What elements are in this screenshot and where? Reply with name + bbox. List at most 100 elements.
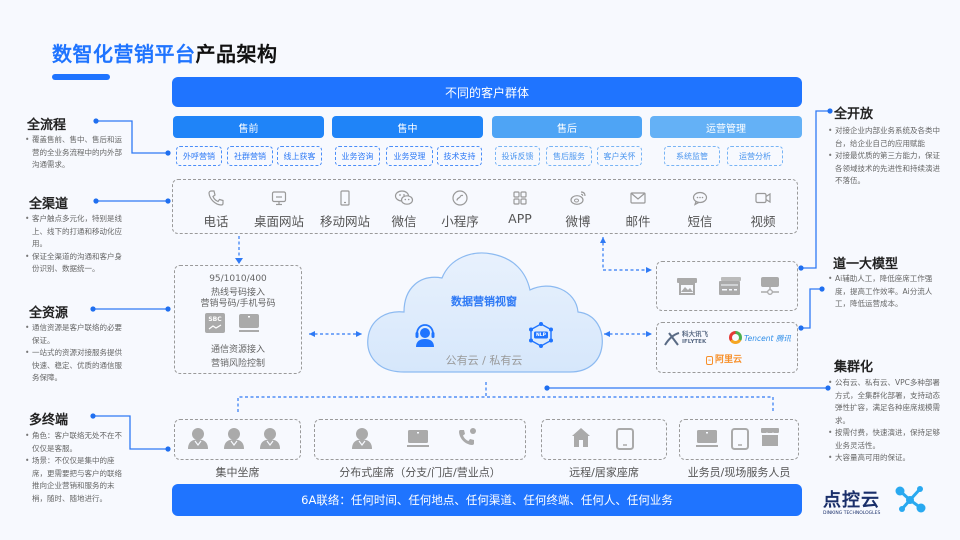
channel-mini-program[interactable]: 小程序 [431,188,489,230]
desktop-icon [270,188,288,208]
app-grid-icon [511,188,529,208]
seat-box-distributed [314,419,526,460]
seat-label-remote: 远程/居家座席 [569,466,639,479]
bullet: 通信资源是客户联络的必要保证。 [25,322,125,347]
chip-business-consulting[interactable]: 业务咨询 [335,146,380,166]
brand-logo-icon [895,486,926,513]
iflytek-logo: 科大讯飞 IFLYTEK [682,330,708,346]
bullet: Ai辅助人工，降低座席工作强度，提高工作效率。Ai分流人工，降低运营成本。 [828,273,940,311]
tencent-logo-icon [729,331,742,344]
bullet: 对接最优质的第三方能力，保证各领域技术的先进性和持续演进不落伍。 [828,150,944,188]
channel-weibo[interactable]: 微博 [549,188,607,230]
nlp-network-icon [528,322,554,348]
brand-logo-text: 点控云 [823,490,880,511]
video-icon [754,188,772,208]
customer-groups-band: 不同的客户群体 [172,77,802,107]
tencent-logo: Tencent 腾讯 [744,334,791,343]
section-heading-resources: 全资源 [29,306,69,321]
section-list-open: 对接企业内部业务系统及各类中台，给企业自己的应用赋能 对接最优质的第三方能力，保… [828,125,944,188]
brand-logo-subtitle: DINKING TECHNOLOGLES [823,511,881,516]
channel-video[interactable]: 视频 [734,188,792,230]
channel-email[interactable]: 邮件 [609,188,667,230]
resources-box [174,265,302,374]
sbc-label: SBC [208,316,222,323]
wechat-icon [394,188,414,208]
seat-box-centralized [174,419,301,460]
channels-box [172,179,798,234]
resource-marketing-numbers: 营销号码/手机号码 [200,299,276,309]
section-heading-cluster: 集群化 [834,360,874,375]
chip-customer-care[interactable]: 客户关怀 [597,146,642,166]
partners-box [656,322,798,373]
channel-desktop-web[interactable]: 桌面网站 [250,188,308,230]
resource-risk-control: 营销风险控制 [210,359,265,369]
chip-tech-support[interactable]: 技术支持 [437,146,482,166]
resource-hotline: 热线号码接入 [210,288,265,298]
iflytek-en: IFLYTEK [682,339,707,345]
channel-sms[interactable]: 短信 [671,188,729,230]
connector-llm [801,288,822,329]
console-icon [718,276,742,296]
aliyun-logo: –阿里云 [706,352,742,365]
channel-phone[interactable]: 电话 [187,188,245,230]
category-operations[interactable]: 运营管理 [650,116,802,138]
seat-label-distributed: 分布式座席（分支/门店/营业点） [339,466,501,479]
server-network-icon [760,276,780,296]
channel-label: 微博 [565,214,591,229]
chip-complaint-feedback[interactable]: 投诉反馈 [495,146,540,166]
mobile-icon [336,188,354,208]
aliyun-bracket-icon: – [706,356,713,365]
section-list-resources: 通信资源是客户联络的必要保证。 一站式的资源对接服务提供快速、稳定、优质的通信服… [25,322,125,385]
bullet: 客户触点多元化，特别是线上、线下的打通和移动化应用。 [25,213,125,251]
title-rest: 产品架构 [195,42,278,66]
channel-label: 桌面网站 [253,214,304,229]
channel-label: 微信 [391,214,417,229]
chip-community-marketing[interactable]: 社群营销 [227,146,273,166]
chip-business-handling[interactable]: 业务受理 [386,146,433,166]
bullet: 场景：不仅仅是集中的座席，更需要把与客户的联络推向企业营销和服务的末梢，随时、随… [25,455,125,505]
gateway-device-icon [238,313,260,333]
section-list-full-process: 覆盖售前、售中、售后和运营的全业务流程中的内外部沟通需求。 [25,134,125,172]
chip-after-sales-service[interactable]: 售后服务 [546,146,592,166]
mini-program-icon [451,188,469,208]
six-a-contact-band: 6A联络：任何时间、任何地点、任何渠道、任何终端、任何人、任何业务 [172,484,802,516]
category-in-sales[interactable]: 售中 [332,116,483,138]
title-underline [52,74,110,80]
aliyun-name: 阿里云 [715,355,743,365]
channel-label: 小程序 [441,214,479,229]
channel-label: 移动网站 [319,214,370,229]
cloud-deployment: 公有云 / 私有云 [445,354,523,367]
sbc-icon: SBC [205,313,225,333]
section-heading-full-process: 全流程 [27,118,67,133]
bullet: 一站式的资源对接服务提供快速、稳定、优质的通信服务保障。 [25,347,125,385]
chip-online-acquisition[interactable]: 线上获客 [277,146,322,166]
bullet: 角色：客户联络无处不在不仅仅是客服。 [25,430,125,455]
section-heading-llm: 道一大模型 [833,257,899,272]
page-title: 数智化营销平台产品架构 [52,38,278,67]
iflytek-cn: 科大讯飞 [682,330,708,338]
chip-system-supervision[interactable]: 系统监管 [664,146,720,166]
chip-outbound-marketing[interactable]: 外呼营销 [176,146,222,166]
nlp-label: NLP [536,333,546,338]
resource-numbers: 95/1010/400 [209,274,267,284]
title-highlight: 数智化营销平台 [52,42,196,66]
channel-wechat[interactable]: 微信 [375,188,433,230]
bullet: 按需付费，快速演进，保持足够业务灵活性。 [828,427,944,452]
seat-box-field [679,419,799,460]
connector-open [801,110,830,269]
weibo-icon [569,188,587,208]
cloud-title: 数据营销视窗 [451,295,517,308]
section-list-terminals: 角色：客户联络无处不在不仅仅是客服。 场景：不仅仅是集中的座席，更需要把与客户的… [25,430,125,505]
section-heading-omni-channel: 全渠道 [29,197,69,212]
category-pre-sales[interactable]: 售前 [173,116,324,138]
channel-app[interactable]: APP [491,188,549,226]
bullet: 覆盖售前、售中、售后和运营的全业务流程中的内外部沟通需求。 [25,134,125,172]
channel-label: 短信 [687,214,713,229]
chip-operations-analysis[interactable]: 运营分析 [727,146,783,166]
seat-label-field: 业务员/现场服务人员 [687,466,791,479]
infrastructure-box [656,261,798,311]
channel-mobile-web[interactable]: 移动网站 [316,188,374,230]
bullet: 公有云、私有云、VPC多种部署方式，全集群化部署，支持动态弹性扩容，满足各种座席… [828,377,944,427]
sms-icon [691,188,709,208]
category-after-sales[interactable]: 售后 [492,116,642,138]
